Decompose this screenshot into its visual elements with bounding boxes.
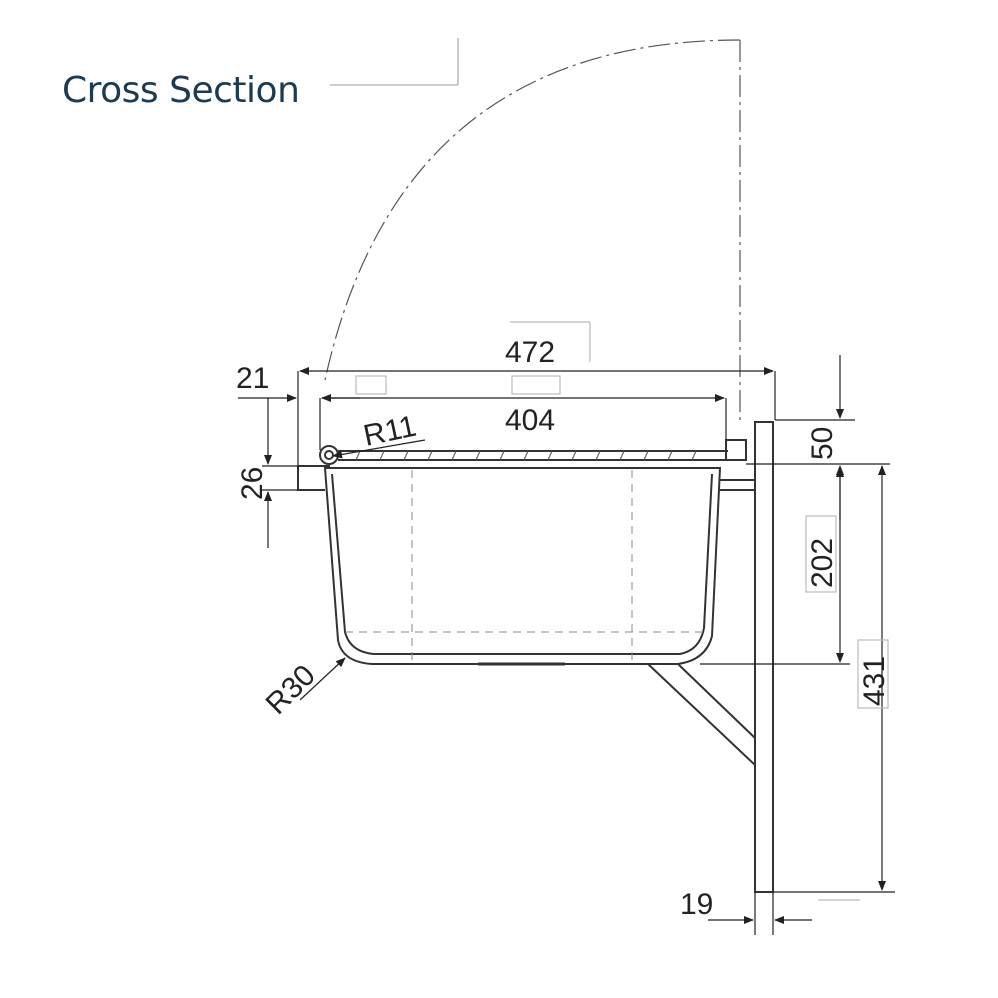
dim-26-label: 26: [236, 467, 269, 500]
dim-19-label: 19: [680, 888, 713, 921]
wall-bracket: [647, 421, 774, 893]
dim-21-label: 21: [236, 362, 269, 395]
dim-26: [262, 398, 298, 548]
dim-19: [708, 892, 860, 935]
dim-472-label: 472: [505, 336, 555, 369]
rim-hatch: [355, 450, 697, 461]
dim-431-label: 431: [858, 656, 891, 706]
dim-472: [297, 321, 776, 470]
dim-50-label: 50: [806, 427, 839, 460]
dim-431: [773, 465, 895, 893]
dim-404: [319, 375, 727, 450]
radius-r30-label: R30: [260, 659, 322, 721]
sink-body: [297, 439, 747, 666]
dim-202: [700, 467, 850, 665]
title-frame: [330, 38, 459, 86]
dim-404-label: 404: [505, 404, 555, 437]
radius-r30-leader: [299, 657, 346, 701]
hidden-lines: [345, 470, 704, 660]
radius-r11-leader: [332, 439, 426, 459]
dim-202-label: 202: [806, 538, 839, 588]
radius-r11-label: R11: [361, 410, 420, 453]
swing-arc: [324, 39, 741, 425]
page-title: Cross Section: [62, 70, 300, 111]
